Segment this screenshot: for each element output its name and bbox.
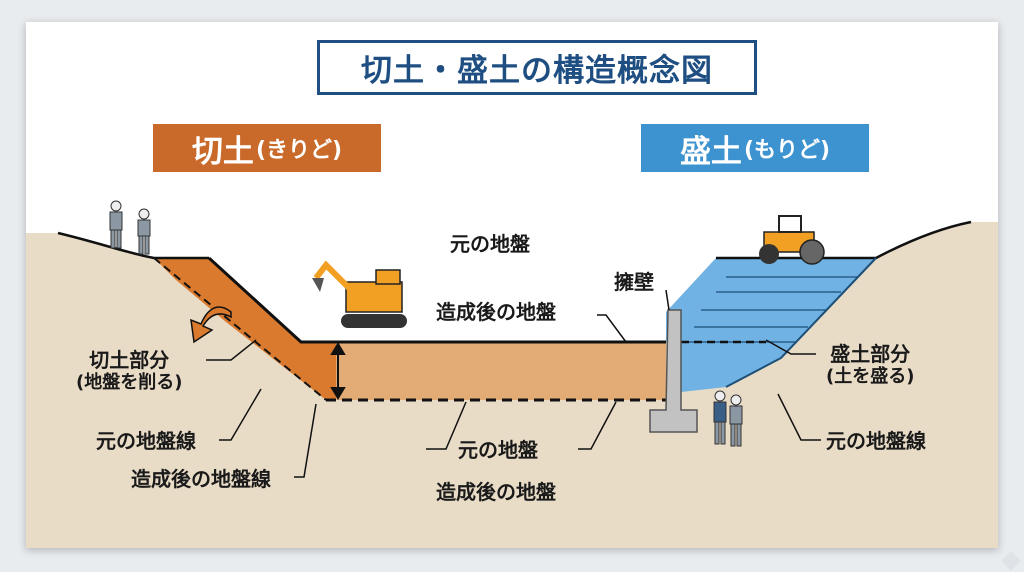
label-retaining-wall: 擁壁	[614, 270, 654, 294]
fill-badge: 盛土 (もりど)	[641, 124, 869, 172]
label-finished-ground-top: 造成後の地盤	[436, 300, 556, 324]
label-original-ground-line-left: 元の地盤線	[96, 429, 196, 453]
worker-icons-left	[109, 200, 151, 255]
label-finished-ground-line: 造成後の地盤線	[131, 467, 271, 491]
roller-icon	[759, 215, 825, 265]
label-original-ground-line-right: 元の地盤線	[826, 429, 926, 453]
excavator-icon	[312, 260, 407, 328]
depth-arrow	[330, 342, 346, 400]
finished-ground-region	[336, 342, 666, 400]
cross-section-diagram	[26, 200, 998, 548]
retaining-wall	[649, 309, 698, 433]
fill-layer-lines	[688, 276, 858, 343]
fill-badge-main: 盛土	[679, 133, 742, 170]
cut-badge: 切土 (きりど)	[153, 124, 381, 172]
worker-icons-right	[713, 390, 743, 447]
label-fill-part: 盛土部分 (土を盛る)	[826, 342, 914, 388]
corner-decoration	[1001, 551, 1021, 571]
label-fill-part-title: 盛土部分	[830, 342, 911, 366]
diagram-card: 切土・盛土の構造概念図 切土 (きりど) 盛土 (もりど) 元の地盤 造成後の地…	[26, 22, 998, 548]
finished-surface-line	[207, 256, 666, 344]
label-fill-part-note: (土を盛る)	[826, 366, 915, 387]
label-original-ground-bottom: 元の地盤	[458, 438, 538, 462]
label-original-ground-top: 元の地盤	[450, 232, 530, 256]
leader-lines	[206, 289, 821, 478]
cut-soil-region	[154, 258, 336, 400]
label-cut-part: 切土部分 (地盤を削る)	[76, 348, 182, 394]
cut-direction-arrow	[190, 306, 232, 344]
label-finished-ground-bottom: 造成後の地盤	[436, 480, 556, 504]
label-cut-part-title: 切土部分	[89, 348, 170, 372]
fill-badge-sub: (もりど)	[743, 138, 831, 163]
label-cut-part-note: (地盤を削る)	[76, 372, 183, 393]
cut-badge-main: 切土	[191, 133, 254, 170]
cut-badge-sub: (きりど)	[255, 138, 343, 163]
page-title: 切土・盛土の構造概念図	[317, 40, 757, 95]
